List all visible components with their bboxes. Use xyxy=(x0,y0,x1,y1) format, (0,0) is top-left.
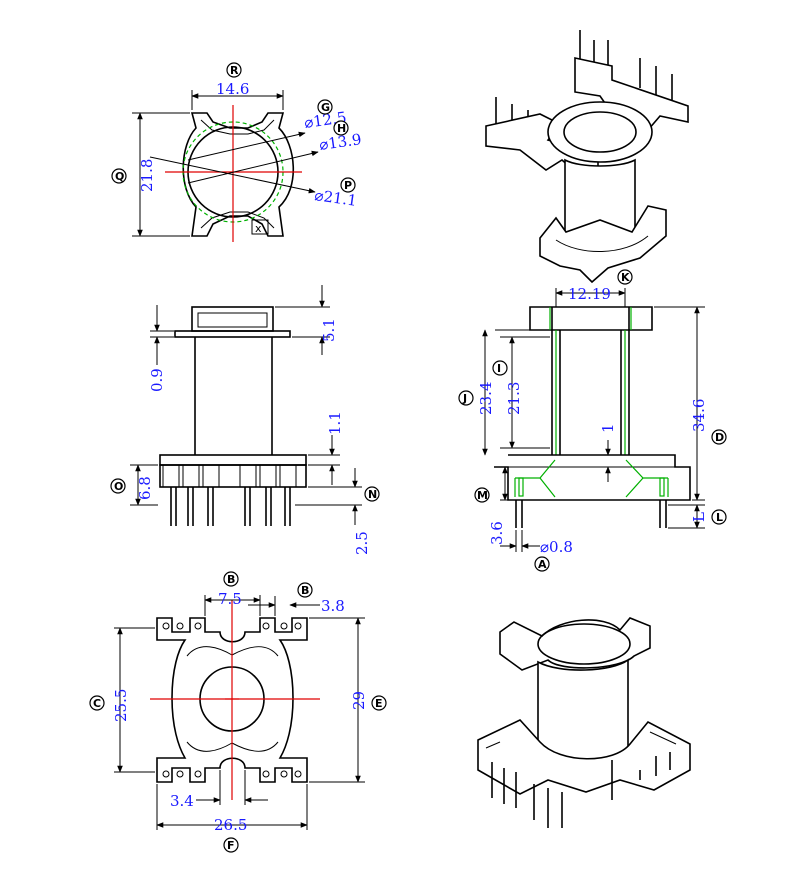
callout-A: A xyxy=(538,558,547,571)
dim-29: 29 xyxy=(350,691,368,710)
callout-R: R xyxy=(230,64,239,77)
callout-G: G xyxy=(321,101,330,114)
dim-2-5: 2.5 xyxy=(353,531,371,555)
callout-N: N xyxy=(368,488,377,501)
callout-P: P xyxy=(344,179,352,192)
dim-0-9: 0.9 xyxy=(148,368,166,392)
bottom-view: 7.5 3.8 25.5 29 3.4 26.5 B B C E F xyxy=(89,571,387,853)
callout-D: D xyxy=(715,431,724,444)
dim-26-5: 26.5 xyxy=(214,816,247,834)
x-mark: x xyxy=(255,222,262,235)
dim-1-1: 1.1 xyxy=(326,411,344,435)
dim-7-5: 7.5 xyxy=(218,590,242,608)
dim-12-19: 12.19 xyxy=(568,285,611,303)
callout-H: H xyxy=(337,122,346,135)
callout-C: C xyxy=(93,697,101,710)
dim-3-8: 3.8 xyxy=(321,597,345,615)
dim-6-8: 6.8 xyxy=(136,476,154,500)
callout-J: J xyxy=(462,392,467,405)
callout-M: M xyxy=(477,489,488,502)
callout-K: K xyxy=(621,271,630,284)
dim-5-1: 5.1 xyxy=(320,318,338,342)
callout-B2: B xyxy=(301,584,309,597)
dim-3-4: 3.4 xyxy=(170,792,194,810)
dim-d13-9: ⌀13.9 xyxy=(318,130,363,154)
dim-23-4: 23.4 xyxy=(477,382,495,415)
dim-L: L xyxy=(690,512,708,522)
dim-34-6: 34.6 xyxy=(690,399,708,432)
dim-25-5: 25.5 xyxy=(112,689,130,722)
callout-F: F xyxy=(227,839,235,852)
dim-21-8: 21.8 xyxy=(138,159,156,192)
top-view-outline xyxy=(182,112,295,237)
side-pins xyxy=(170,487,291,526)
isometric-view-bottom xyxy=(477,617,691,828)
pin-holes xyxy=(162,622,302,778)
callout-E: E xyxy=(375,697,383,710)
section-view: 12.19 23.4 21.3 34.6 1 3.6 L ⌀0.8 xyxy=(458,269,727,572)
callout-O: O xyxy=(114,480,123,493)
side-view: 5.1 0.9 1.1 6.8 2.5 O N xyxy=(110,285,380,555)
dim-1: 1 xyxy=(599,423,617,433)
callout-I: I xyxy=(497,362,501,375)
top-view: x 14.6 21.8 ⌀12.5 ⌀13.9 ⌀21.1 R G H Q P xyxy=(111,62,363,242)
dim-14-6: 14.6 xyxy=(216,80,249,98)
dim-3-6: 3.6 xyxy=(488,521,506,545)
dim-21-3: 21.3 xyxy=(505,382,523,415)
callout-L: L xyxy=(716,511,723,524)
callout-Q: Q xyxy=(115,170,124,183)
callout-B1: B xyxy=(227,573,235,586)
dim-d0-8: ⌀0.8 xyxy=(540,538,573,556)
isometric-view-top xyxy=(485,30,689,284)
